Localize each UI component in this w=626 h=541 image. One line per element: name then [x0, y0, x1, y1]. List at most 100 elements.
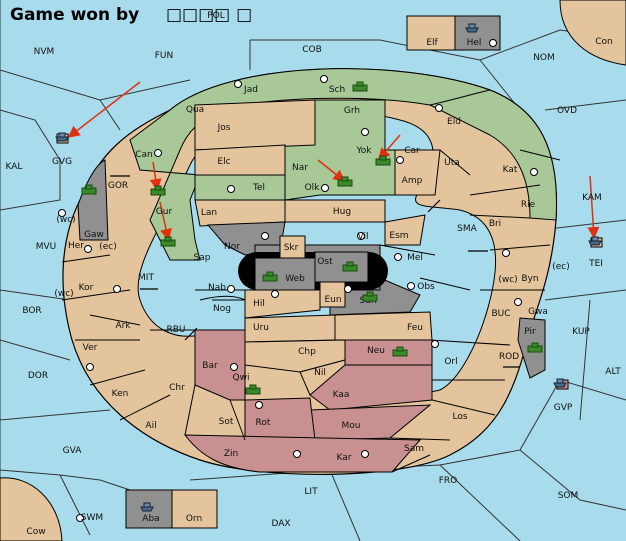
territory-label: Sot [219, 417, 234, 427]
island-orn[interactable] [171, 489, 218, 529]
territory-jos[interactable] [194, 99, 316, 151]
territory-label: Uru [253, 323, 269, 333]
territory-label: Nab [208, 283, 226, 293]
territory-label: Orl [444, 357, 457, 367]
territory-label: Kar [337, 453, 352, 463]
territory-label: Eld [447, 117, 461, 127]
order-arrows [67, 81, 600, 241]
territory-label: Esm [389, 231, 408, 241]
sea-label: GVG [52, 157, 72, 167]
territory-eun[interactable] [319, 281, 346, 308]
sea-label: MIT [138, 273, 154, 283]
army-unit-icon[interactable] [352, 81, 368, 92]
territory-label: Qwi [233, 373, 250, 383]
army-unit-icon[interactable] [150, 185, 166, 196]
territory-skr[interactable] [279, 235, 306, 259]
sea-label: OVD [557, 106, 577, 116]
territory-label: Sap [194, 253, 211, 263]
territory-hil[interactable] [244, 289, 321, 319]
territory-label: Elc [217, 157, 230, 167]
territory-label: Bar [202, 361, 218, 371]
territory-label: Orn [186, 514, 202, 524]
army-unit-icon[interactable] [527, 342, 543, 353]
territory-label: Chp [298, 347, 316, 357]
territory-label: Ark [115, 321, 131, 331]
territory-label: Lan [201, 208, 217, 218]
territory-label: Hel [467, 38, 482, 48]
territory-label: Ken [112, 389, 129, 399]
fleet-unit-icon[interactable] [55, 132, 69, 142]
army-unit-icon[interactable] [337, 176, 353, 187]
territory-label: Sam [404, 444, 424, 454]
sea-label: NVM [34, 47, 55, 57]
army-unit-icon[interactable] [262, 271, 278, 282]
army-unit-icon[interactable] [392, 346, 408, 357]
sea-label: RBU [166, 325, 185, 335]
island-elf[interactable] [406, 15, 456, 51]
territory-esm[interactable] [384, 214, 426, 246]
sea-label: DAX [271, 519, 290, 529]
sea-label: (wc) [56, 215, 75, 225]
fleet-unit-icon[interactable] [465, 23, 479, 33]
territory-label: Nar [292, 163, 308, 173]
territory-label: Yok [355, 146, 372, 156]
territory-gaw[interactable] [77, 159, 109, 241]
territory-tel[interactable] [194, 174, 286, 201]
territory-label: Chr [169, 383, 185, 393]
sea-label: GVP [554, 403, 573, 413]
territory-label: Feu [407, 323, 423, 333]
army-unit-icon[interactable] [245, 384, 261, 395]
territory-label: Ail [145, 421, 156, 431]
army-unit-icon[interactable] [160, 236, 176, 247]
territory-label: Gur [156, 207, 173, 217]
sea-label: BOR [22, 306, 41, 316]
sea-label: GOR [108, 181, 128, 191]
territory-label: Bri [489, 219, 501, 229]
fleet-unit-icon[interactable] [553, 378, 567, 388]
territory-amp[interactable] [394, 149, 441, 196]
territory-kaa[interactable] [309, 364, 433, 411]
army-unit-icon[interactable] [375, 155, 391, 166]
sea-label: Cow [26, 527, 45, 537]
territory-label: Gaw [84, 230, 104, 240]
territory-neu[interactable] [344, 339, 433, 366]
fleet-unit-icon[interactable] [140, 502, 154, 512]
territory-label: Gwa [528, 307, 548, 317]
game-result-winner: □□□□ □ [166, 5, 252, 25]
territory-zin-kar[interactable] [183, 434, 422, 473]
territory-label: Nog [213, 304, 231, 314]
territory-label: Uta [444, 158, 460, 168]
territory-label: Can [135, 150, 153, 160]
sea-label: LIT [304, 487, 318, 497]
sea-label: MVU [36, 242, 57, 252]
territory-label: Hug [333, 207, 351, 217]
territory-label: Rot [256, 418, 271, 428]
fleet-unit-icon[interactable] [588, 236, 602, 246]
territory-label: Eun [324, 295, 341, 305]
territory-label: Sch [329, 85, 345, 95]
sea-label: DOR [28, 371, 48, 381]
army-unit-icon[interactable] [362, 291, 378, 302]
territory-bar-qwi[interactable] [194, 329, 246, 401]
territory-label: Web [285, 274, 305, 284]
game-result-title: Game won by [10, 5, 139, 25]
territory-label: Her [68, 241, 84, 251]
sea-label: KAM [582, 193, 602, 203]
territory-label: Neu [367, 346, 385, 356]
territory-label: Nor [224, 242, 240, 252]
territory-label: Tel [252, 183, 265, 193]
territory-label: Jos [217, 123, 231, 133]
territory-label: Jad [243, 85, 258, 95]
sea-label: (wc) [498, 275, 517, 285]
sea-label: (ec) [99, 242, 117, 252]
territory-label: Kor [79, 283, 94, 293]
army-unit-icon[interactable] [342, 261, 358, 272]
army-unit-icon[interactable] [81, 184, 97, 195]
territory-elc[interactable] [194, 144, 286, 176]
territory-ost[interactable] [314, 251, 369, 283]
sea-label: FUN [155, 51, 174, 61]
sea-label: POL [207, 11, 225, 21]
